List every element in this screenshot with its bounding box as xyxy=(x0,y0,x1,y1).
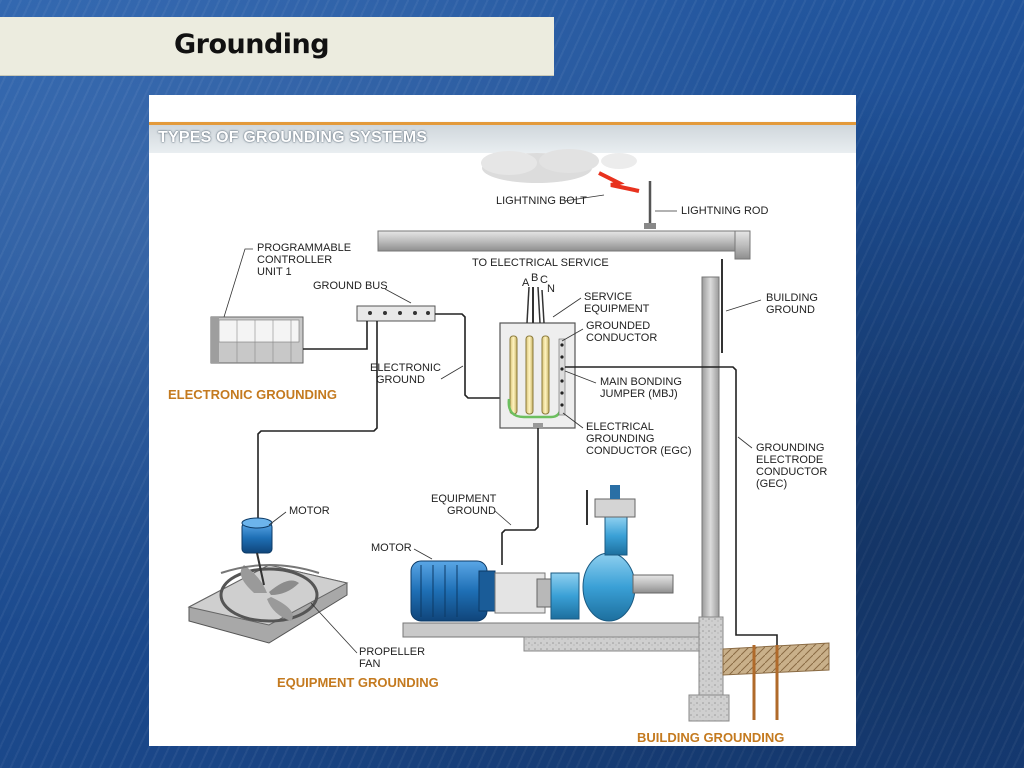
diagram-panel: TYPES OF GROUNDING SYSTEMS xyxy=(149,95,856,746)
service-panel xyxy=(499,286,576,429)
phase-n-label: N xyxy=(547,283,555,295)
ground-bus-label: GROUND BUS xyxy=(313,280,388,292)
plc-unit xyxy=(210,316,304,364)
title-bar: Grounding xyxy=(0,17,554,76)
plc-label-2: CONTROLLER xyxy=(257,254,332,266)
header-rule xyxy=(149,122,856,125)
electronic-ground-label-1: ELECTRONIC xyxy=(370,362,441,374)
service-equipment-label-2: EQUIPMENT xyxy=(584,303,650,315)
to-service-label: TO ELECTRICAL SERVICE xyxy=(472,257,609,269)
propeller-fan-label-2: FAN xyxy=(359,658,380,670)
propeller-fan xyxy=(187,564,349,644)
propeller-fan-label-1: PROPELLER xyxy=(359,646,425,658)
plc-label-1: PROGRAMMABLE xyxy=(257,242,351,254)
egc-label-3: CONDUCTOR (EGC) xyxy=(586,445,692,457)
storm-cloud xyxy=(481,149,637,183)
grounding-diagram: LIGHTNING BOLT LIGHTNING ROD TO ELECTRIC… xyxy=(168,149,830,745)
service-equipment-label-1: SERVICE xyxy=(584,291,632,303)
gec-label-3: CONDUCTOR xyxy=(756,466,827,478)
egc-label-1: ELECTRICAL xyxy=(586,421,654,433)
electronic-ground-label-2: GROUND xyxy=(376,374,425,386)
electronic-grounding-heading: ELECTRONIC GROUNDING xyxy=(168,387,337,402)
equipment-grounding-heading: EQUIPMENT GROUNDING xyxy=(277,675,439,690)
building-foundation xyxy=(688,616,830,722)
egc-label-2: GROUNDING xyxy=(586,433,654,445)
building-ground-label-1: BUILDING xyxy=(766,292,818,304)
fan-motor xyxy=(241,517,273,586)
slide-title: Grounding xyxy=(174,29,330,60)
building-ground-label-2: GROUND xyxy=(766,304,815,316)
motor-right-label: MOTOR xyxy=(371,542,412,554)
lightning-rod-label: LIGHTNING ROD xyxy=(681,205,768,217)
lightning-bolt-icon xyxy=(598,171,640,193)
mbj-label-2: JUMPER (MBJ) xyxy=(600,388,678,400)
lightning-bolt-label: LIGHTNING BOLT xyxy=(496,195,587,207)
gec-label-1: GROUNDING xyxy=(756,442,824,454)
phase-c-label: C xyxy=(540,274,548,286)
grounded-conductor-label-2: CONDUCTOR xyxy=(586,332,657,344)
roof-beam xyxy=(377,230,751,260)
gec-label-2: ELECTRODE xyxy=(756,454,823,466)
building-grounding-heading: BUILDING GROUNDING xyxy=(637,730,784,745)
plc-label-3: UNIT 1 xyxy=(257,266,292,278)
phase-b-label: B xyxy=(531,272,538,284)
equipment-ground-wire xyxy=(501,428,539,565)
diagram-title: TYPES OF GROUNDING SYSTEMS xyxy=(158,129,428,146)
equipment-ground-label-2: GROUND xyxy=(447,505,496,517)
ground-bus xyxy=(356,305,436,322)
mbj-label-1: MAIN BONDING xyxy=(600,376,682,388)
lightning-rod xyxy=(644,181,656,229)
electronic-ground-wiring xyxy=(257,313,500,523)
gec-label-4: (GEC) xyxy=(756,478,787,490)
motor-left-label: MOTOR xyxy=(289,505,330,517)
equipment-ground-label-1: EQUIPMENT xyxy=(431,493,497,505)
phase-a-label: A xyxy=(522,277,530,289)
grounded-conductor-label-1: GROUNDED xyxy=(586,320,650,332)
